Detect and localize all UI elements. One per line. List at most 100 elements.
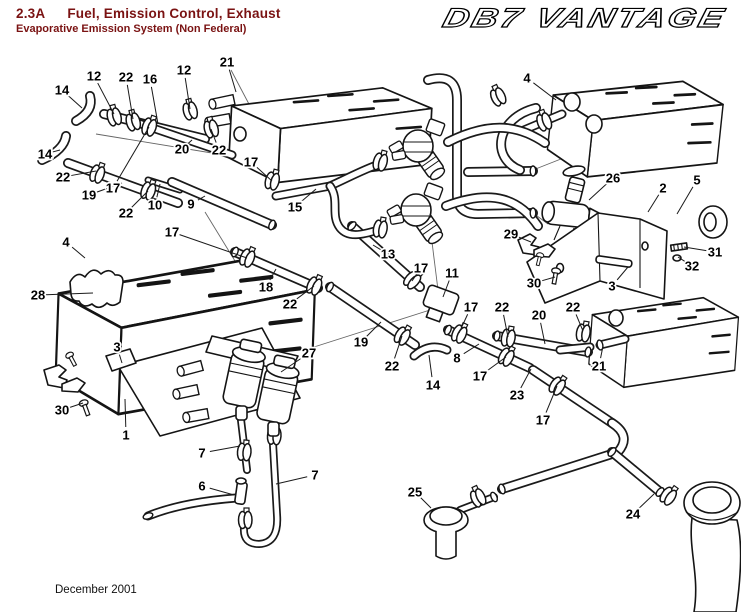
leader-line [638,493,655,509]
callout-label: 12 [87,69,101,84]
callout-label: 17 [165,225,179,240]
canister-port-fittings [203,92,603,142]
callout-label: 17 [464,300,478,315]
callout-label: 3 [113,340,120,355]
callout-label: 28 [31,288,45,303]
callout-label: 6 [198,479,205,494]
callout-label: 30 [55,403,69,418]
callout-label: 1 [122,428,129,443]
callout-label: 22 [495,300,509,315]
leader-line [69,402,84,408]
purge-valve-assembly [171,335,300,437]
leader-line [156,183,161,198]
leader-line [647,194,660,213]
callout-label: 15 [288,200,302,215]
callout-label: 8 [453,351,460,366]
callout-label: 12 [177,63,191,78]
leader-line [676,186,694,215]
callout-label: 22 [119,206,133,221]
leader-line [184,77,191,110]
leader-line [52,149,61,153]
callout-label: 22 [56,170,70,185]
leader-line [256,166,273,182]
leader-line [520,368,532,389]
leader-line [616,266,629,281]
leader-line [545,385,558,413]
leader-line [209,445,241,453]
callout-label: 14 [55,83,70,98]
tube-end-caps [142,165,665,520]
leader-line [269,268,277,281]
leader-line [179,234,248,259]
callout-leader-lines [45,69,708,509]
leader-line [541,276,556,282]
callout-label: 17 [106,181,120,196]
callout-label: 22 [212,143,226,158]
leader-line [118,354,123,364]
callout-label: 19 [82,188,96,203]
section-code: 2.3A [16,6,46,21]
callout-label: 17 [414,261,428,276]
callout-label: 27 [302,346,316,361]
leader-line [463,343,480,355]
leader-line [131,190,149,208]
leader-line [209,487,235,496]
callout-label: 17 [244,155,258,170]
leader-line [300,188,317,203]
mounting-fork [43,364,68,389]
leader-line [70,170,97,177]
leader-line [45,292,94,296]
brand-logo: DB7 VANTAGE [440,2,730,33]
callout-label: 20 [532,308,546,323]
leader-line [486,356,507,372]
callout-label: 30 [527,276,541,291]
rollover-valve [541,165,601,241]
stud [669,242,689,252]
callout-label: 14 [426,378,441,393]
leader-line [197,195,206,201]
callout-label: 22 [566,300,580,315]
drain-petcock [423,506,469,560]
callout-label: 13 [381,247,395,262]
callout-label: 7 [311,468,318,483]
leader-line [150,86,159,125]
leader-line [228,69,237,93]
callout-label: 10 [148,198,162,213]
mounting-fork [61,377,86,393]
callout-label: 11 [445,266,459,281]
leader-line [366,321,382,337]
washer [672,254,682,262]
leader-line [97,82,115,115]
leader-line [126,84,134,120]
leader-line [372,244,382,251]
callout-label: 31 [708,245,722,260]
callout-label: 24 [626,507,641,522]
callout-label: 18 [259,280,273,295]
callout-label: 5 [693,173,700,188]
fuel-filler-neck [683,481,741,612]
leader-line [442,280,450,298]
leader-line [533,82,557,101]
leader-line [575,314,584,332]
callout-label: 22 [283,297,297,312]
callout-label: 21 [592,359,606,374]
leader-line [540,322,546,345]
callout-label: 23 [510,388,524,403]
callout-label: 17 [536,413,550,428]
callout-label: 25 [408,485,422,500]
callout-label: 4 [523,71,531,86]
leader-line [124,398,127,428]
callout-label: 29 [504,227,518,242]
leader-line [187,139,193,145]
charcoal-canister-right-lower [586,288,741,397]
callout-label: 22 [385,359,399,374]
callout-label: 19 [354,335,368,350]
section-subtitle: Evaporative Emission System (Non Federal… [16,23,247,35]
leader-line [275,476,308,485]
hoses-and-tubes [37,73,665,549]
callout-label: 14 [38,147,53,162]
leader-line [96,182,123,193]
leader-line [296,285,315,300]
